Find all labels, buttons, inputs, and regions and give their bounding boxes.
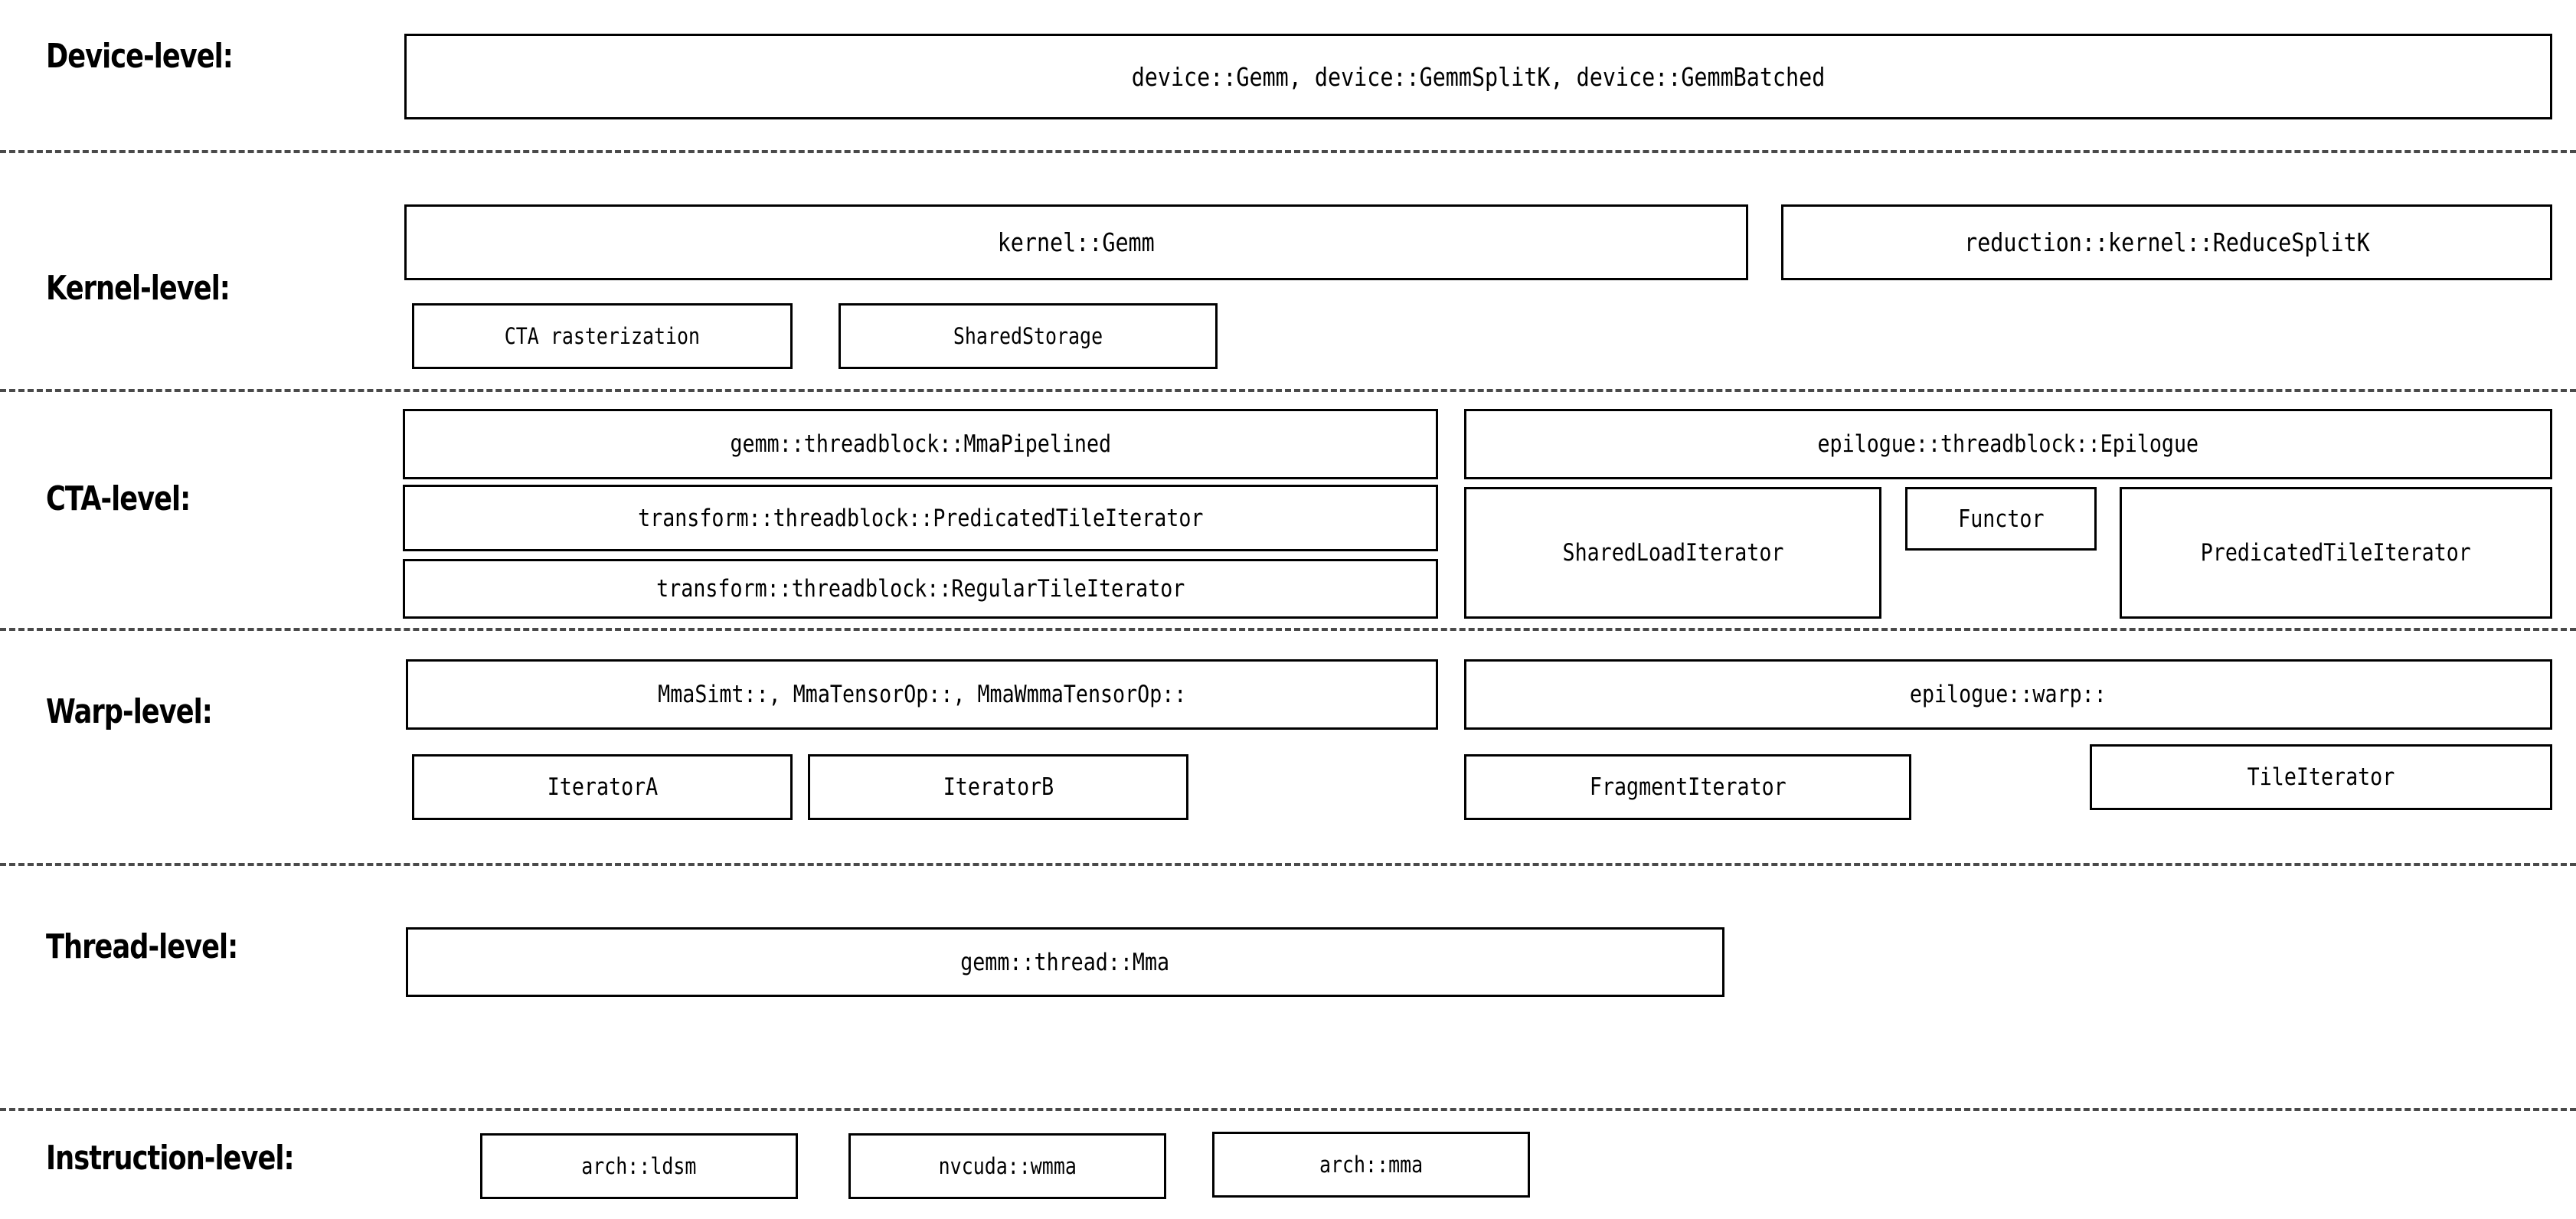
separator-warp-thread: [0, 863, 2576, 866]
tier-label-warp: Warp-level:: [46, 692, 213, 731]
box-warp-epilogue[interactable]: epilogue::warp::: [1464, 659, 2552, 730]
box-thread-mma-label: gemm::thread::Mma: [960, 948, 1170, 976]
box-kernel-shared-storage-label: SharedStorage: [953, 323, 1103, 349]
box-kernel-reduce-splitk-label: reduction::kernel::ReduceSplitK: [1963, 227, 2370, 257]
box-cta-functor[interactable]: Functor: [1905, 487, 2097, 551]
box-cta-epilogue-label: epilogue::threadblock::Epilogue: [1817, 430, 2199, 458]
tier-label-instruction: Instruction-level:: [46, 1139, 295, 1178]
box-cta-shared-load-iterator[interactable]: SharedLoadIterator: [1464, 487, 1881, 619]
box-cta-functor-label: Functor: [1957, 505, 2045, 533]
box-cta-shared-load-iterator-label: SharedLoadIterator: [1562, 539, 1783, 567]
box-cta-epilogue[interactable]: epilogue::threadblock::Epilogue: [1464, 409, 2552, 479]
separator-device-kernel: [0, 150, 2576, 153]
box-warp-tile-iterator-label: TileIterator: [2247, 763, 2395, 791]
separator-thread-instruction: [0, 1108, 2576, 1111]
box-instruction-wmma-label: nvcuda::wmma: [938, 1153, 1077, 1179]
box-cta-regular-tile-iterator[interactable]: transform::threadblock::RegularTileItera…: [403, 559, 1438, 619]
box-warp-fragment-iterator[interactable]: FragmentIterator: [1464, 754, 1911, 820]
box-warp-fragment-iterator-label: FragmentIterator: [1589, 773, 1787, 801]
box-cta-mma-pipelined[interactable]: gemm::threadblock::MmaPipelined: [403, 409, 1438, 479]
box-warp-mma-ops-label: MmaSimt::, MmaTensorOp::, MmaWmmaTensorO…: [657, 681, 1187, 708]
box-warp-mma-ops[interactable]: MmaSimt::, MmaTensorOp::, MmaWmmaTensorO…: [406, 659, 1438, 730]
box-instruction-mma-label: arch::mma: [1319, 1152, 1424, 1178]
box-kernel-gemm-label: kernel::Gemm: [997, 227, 1156, 257]
box-warp-iterator-a-label: IteratorA: [547, 773, 658, 801]
box-warp-iterator-b[interactable]: IteratorB: [808, 754, 1188, 820]
tier-label-device: Device-level:: [46, 37, 234, 76]
box-thread-mma[interactable]: gemm::thread::Mma: [406, 927, 1724, 997]
box-kernel-reduce-splitk[interactable]: reduction::kernel::ReduceSplitK: [1781, 204, 2552, 280]
box-warp-iterator-b-label: IteratorB: [943, 773, 1054, 801]
separator-kernel-cta: [0, 389, 2576, 392]
tier-label-thread: Thread-level:: [46, 927, 238, 966]
box-warp-tile-iterator[interactable]: TileIterator: [2090, 744, 2552, 810]
box-cta-epilogue-predicated-tile-iterator[interactable]: PredicatedTileIterator: [2120, 487, 2552, 619]
box-warp-epilogue-label: epilogue::warp::: [1910, 681, 2107, 708]
box-warp-iterator-a[interactable]: IteratorA: [412, 754, 793, 820]
box-device-gemm-label: device::Gemm, device::GemmSplitK, device…: [1131, 61, 1826, 92]
tier-label-kernel: Kernel-level:: [46, 269, 230, 308]
separator-cta-warp: [0, 628, 2576, 631]
box-kernel-cta-rasterization-label: CTA rasterization: [504, 323, 701, 349]
box-instruction-mma[interactable]: arch::mma: [1212, 1132, 1530, 1198]
box-kernel-shared-storage[interactable]: SharedStorage: [839, 303, 1218, 369]
box-cta-epilogue-predicated-tile-iterator-label: PredicatedTileIterator: [2200, 539, 2472, 567]
box-cta-mma-pipelined-label: gemm::threadblock::MmaPipelined: [730, 430, 1111, 458]
box-kernel-gemm[interactable]: kernel::Gemm: [404, 204, 1748, 280]
tier-label-cta: CTA-level:: [46, 479, 191, 518]
box-cta-predicated-tile-iterator-label: transform::threadblock::PredicatedTileIt…: [637, 504, 1204, 532]
box-instruction-ldsm[interactable]: arch::ldsm: [480, 1133, 798, 1199]
box-instruction-wmma[interactable]: nvcuda::wmma: [848, 1133, 1166, 1199]
box-kernel-cta-rasterization[interactable]: CTA rasterization: [412, 303, 793, 369]
box-cta-regular-tile-iterator-label: transform::threadblock::RegularTileItera…: [655, 575, 1185, 603]
box-cta-predicated-tile-iterator[interactable]: transform::threadblock::PredicatedTileIt…: [403, 485, 1438, 551]
box-device-gemm[interactable]: device::Gemm, device::GemmSplitK, device…: [404, 34, 2552, 119]
box-instruction-ldsm-label: arch::ldsm: [581, 1153, 697, 1179]
